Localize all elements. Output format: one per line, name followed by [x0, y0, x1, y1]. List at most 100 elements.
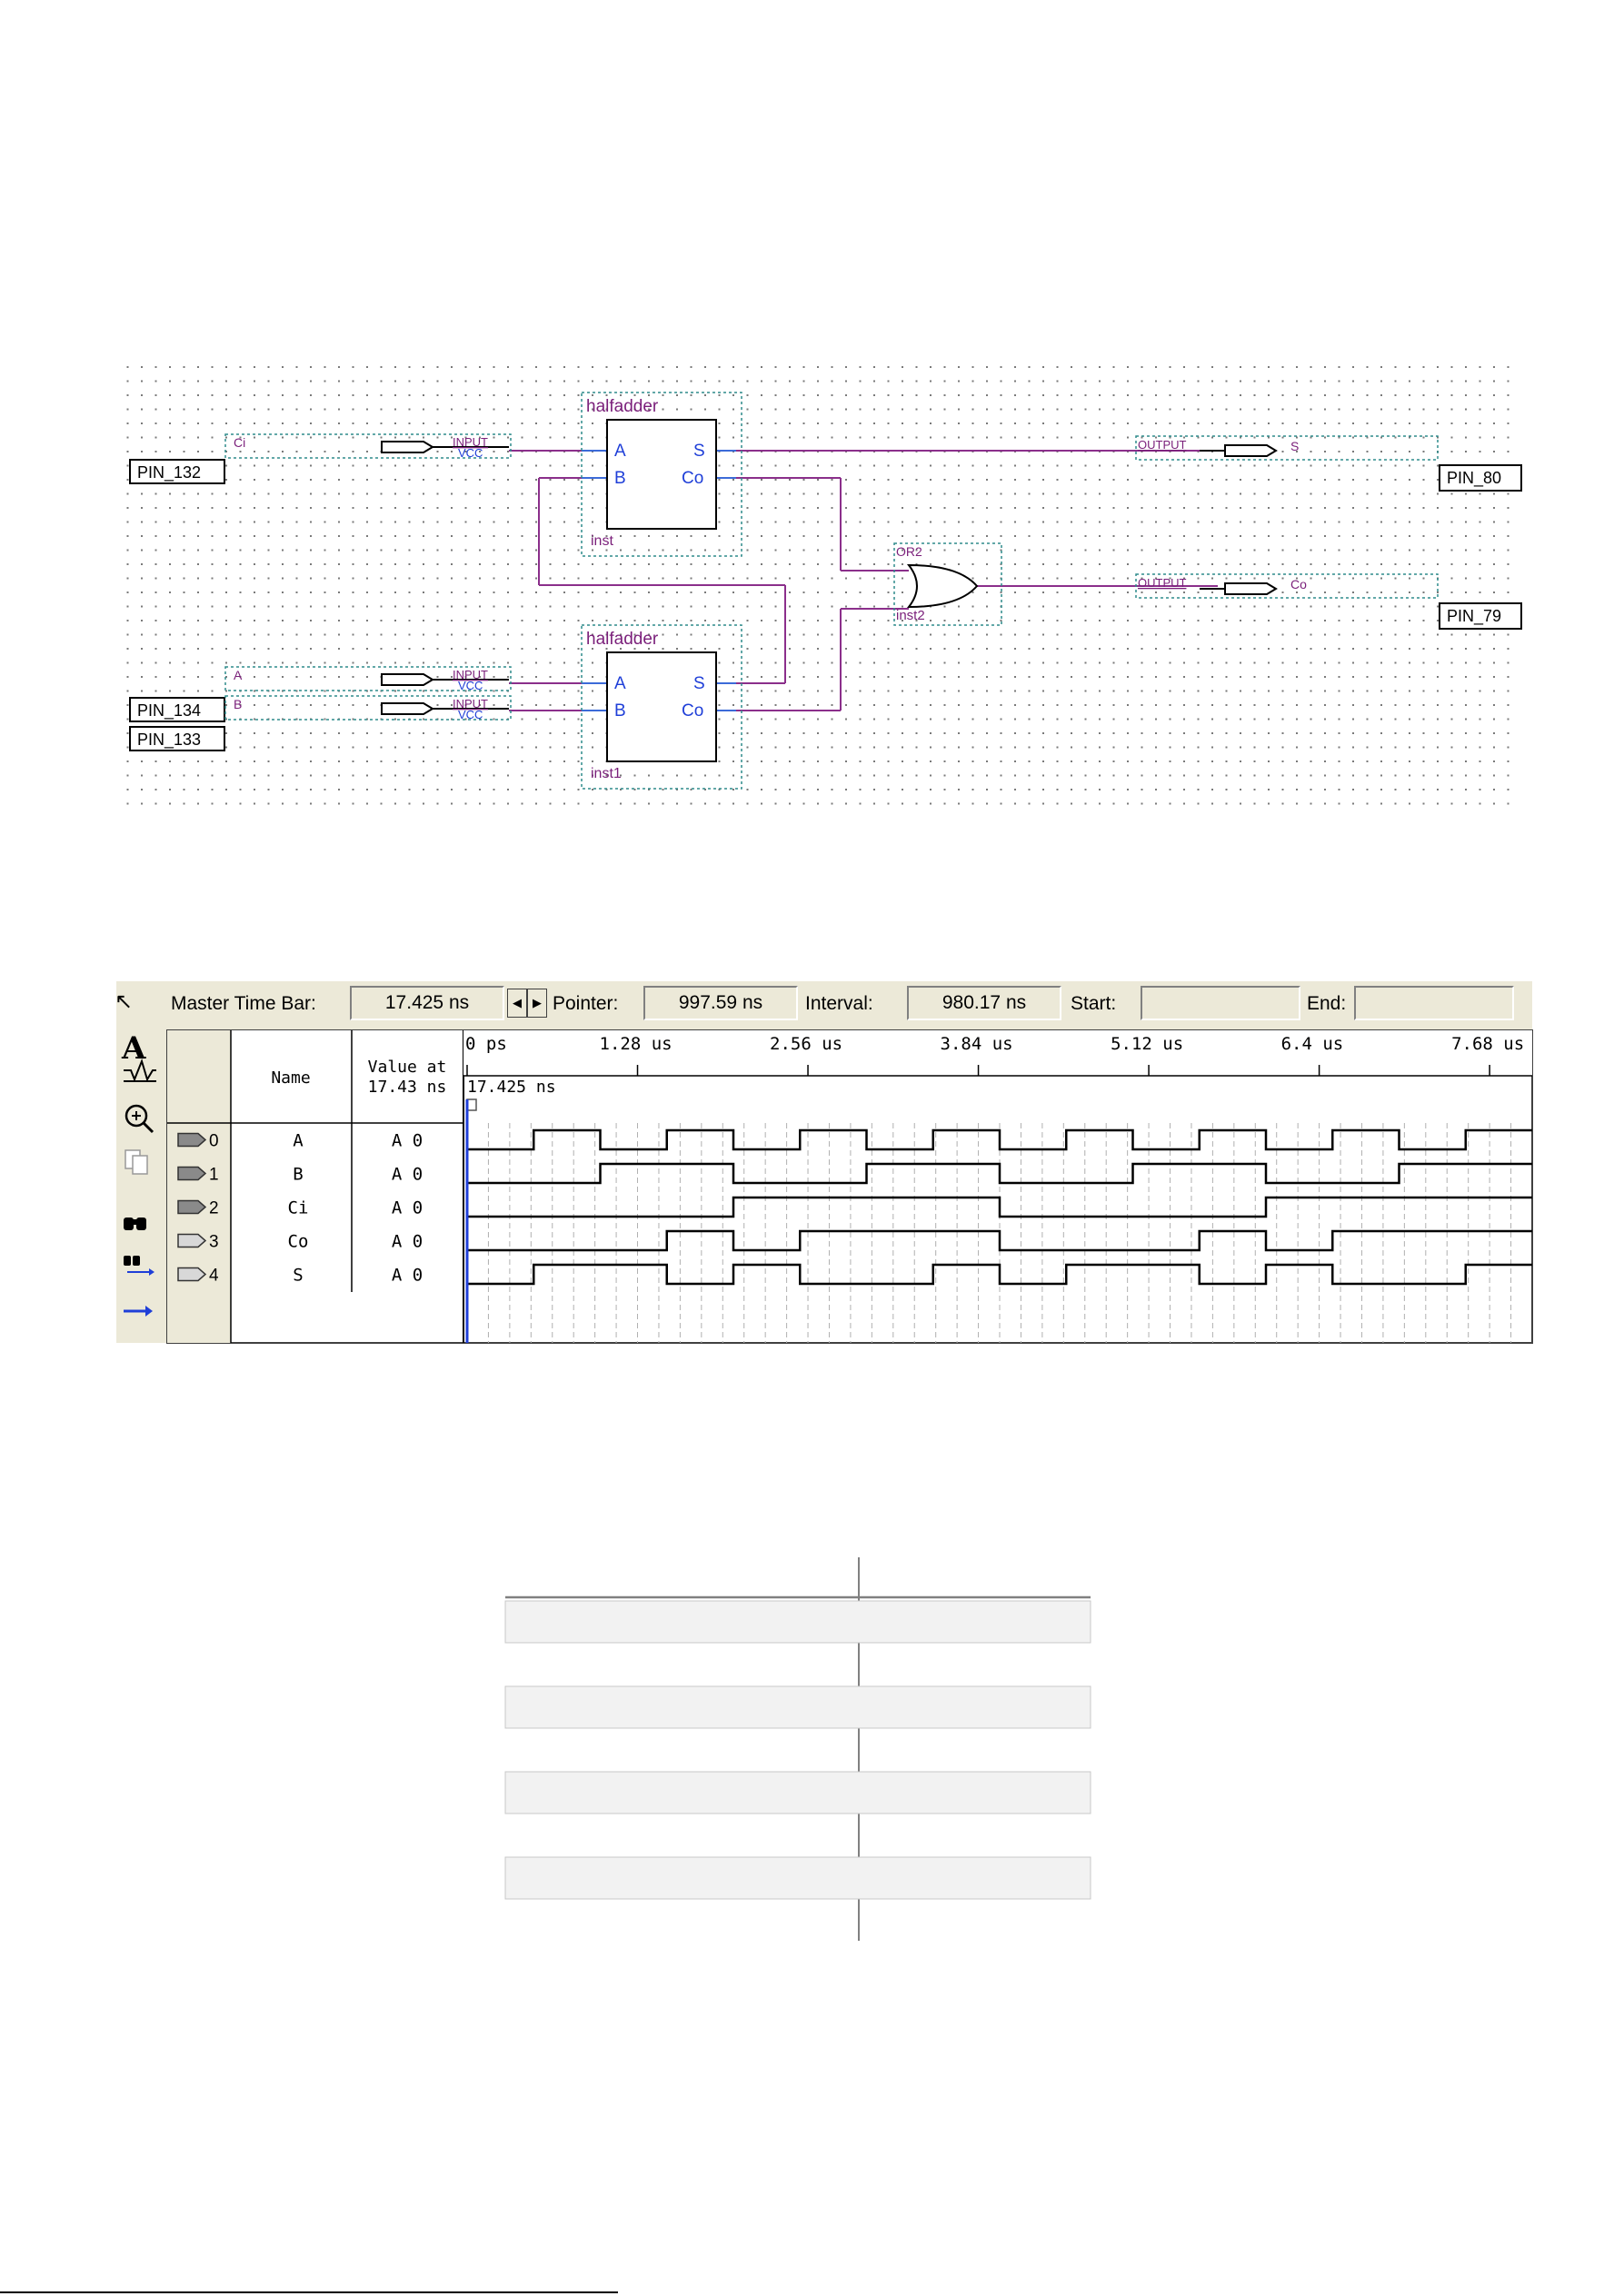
port-s: S — [693, 674, 705, 693]
trace-ci — [467, 1196, 1532, 1218]
table-rows — [504, 1595, 1091, 1900]
pointer-field[interactable]: 997.59 ns — [643, 986, 798, 1020]
signal-name: Co — [288, 1232, 309, 1252]
pin-kind: INPUT — [453, 697, 488, 711]
signal-value: A 0 — [392, 1131, 423, 1151]
pin-kind: INPUT — [453, 668, 488, 681]
find-next-icon[interactable] — [124, 1256, 154, 1276]
trace-b — [467, 1162, 1532, 1185]
signal-index: 3 — [209, 1233, 219, 1252]
signal-index: 0 — [209, 1132, 219, 1151]
signal-value: A 0 — [392, 1266, 423, 1286]
port-co: Co — [682, 701, 703, 721]
interval-field[interactable]: 980.17 ns — [907, 986, 1061, 1020]
pin-assignment: PIN_134 — [137, 701, 201, 721]
input-a[interactable]: A INPUT VCC PIN_134 — [129, 666, 512, 722]
signal-name: A — [293, 1131, 304, 1151]
table-row — [504, 1595, 1091, 1644]
instance-label: inst2 — [896, 608, 925, 623]
halfadder-inst1[interactable]: halfadder A B S Co inst1 — [581, 624, 742, 790]
signal-name: S — [1290, 439, 1299, 453]
instance-label: inst1 — [591, 766, 622, 781]
output-co[interactable]: OUTPUT Co PIN_79 — [1135, 573, 1522, 630]
output-pin-icon — [177, 1233, 207, 1248]
wires — [509, 450, 1218, 711]
schematic-diagram: halfadder A B S Co inst halfadder A B S … — [116, 365, 1522, 806]
time-tick-label: 7.68 us — [1451, 1034, 1524, 1054]
pin-kind: OUTPUT — [1138, 438, 1187, 452]
trace-a — [467, 1128, 1532, 1151]
find-icon[interactable] — [124, 1218, 146, 1230]
footer-rule — [0, 2291, 618, 2293]
signal-index: 4 — [209, 1267, 219, 1286]
name-column-header: Name — [271, 1068, 310, 1088]
pin-supply: VCC — [458, 679, 483, 692]
pin-supply: VCC — [458, 446, 483, 460]
start-field[interactable] — [1141, 986, 1300, 1020]
move-right-icon[interactable]: ▶ — [527, 989, 547, 1018]
signal-value: A 0 — [392, 1165, 423, 1185]
block-name: halfadder — [586, 397, 659, 416]
pointer-tool-icon[interactable]: ↖ — [115, 989, 134, 1014]
input-pin-icon — [381, 702, 434, 715]
waveform-toolbar: ↖ Master Time Bar: 17.425 ns ◀ ▶ Pointer… — [115, 981, 1532, 1030]
signal-row-s[interactable]: 4 S A 0 — [177, 1266, 423, 1286]
master-time-bar-field[interactable]: 17.425 ns — [350, 986, 504, 1020]
or2-gate-inst2[interactable]: OR2 inst2 — [893, 542, 1002, 626]
input-pin-icon — [177, 1166, 207, 1181]
signal-name: Ci — [288, 1198, 309, 1218]
port-s: S — [693, 442, 705, 461]
input-ci[interactable]: Ci INPUT VCC PIN_132 — [129, 433, 512, 484]
zoom-tool-icon[interactable] — [125, 1104, 154, 1134]
pin-assignment: PIN_79 — [1447, 607, 1501, 626]
time-tick-label: 1.28 us — [600, 1034, 673, 1054]
time-tick-label: 5.12 us — [1111, 1034, 1183, 1054]
table-row — [504, 1771, 1091, 1814]
signal-name: Ci — [234, 435, 245, 450]
time-tick-label: 3.84 us — [941, 1034, 1013, 1054]
signal-name: A — [234, 668, 243, 682]
input-pin-icon — [177, 1132, 207, 1148]
arrow-icon[interactable] — [124, 1306, 153, 1317]
signal-value: A 0 — [392, 1198, 423, 1218]
signal-name: S — [293, 1266, 303, 1286]
table-row — [504, 1685, 1091, 1729]
pin-kind: OUTPUT — [1138, 576, 1187, 590]
interval-label: Interval: — [805, 993, 873, 1014]
pointer-label: Pointer: — [553, 993, 619, 1014]
port-b: B — [614, 701, 626, 721]
waveform-editor: A — [116, 1029, 1533, 1344]
cursor-time-label: 17.425 ns — [467, 1078, 556, 1097]
empty-table — [504, 1557, 1091, 1941]
output-pin-icon — [1224, 582, 1278, 595]
master-time-bar-label: Master Time Bar: — [171, 993, 316, 1014]
time-tick-label: 2.56 us — [770, 1034, 842, 1054]
signal-row-a[interactable]: 0 A A 0 — [177, 1131, 423, 1151]
value-column-time: 17.43 ns — [368, 1078, 447, 1097]
end-label: End: — [1307, 993, 1347, 1014]
output-pin-icon — [1224, 444, 1278, 457]
end-field[interactable] — [1354, 986, 1514, 1020]
pin-kind: INPUT — [453, 435, 488, 449]
pin-assignment: PIN_132 — [137, 463, 201, 482]
input-b[interactable]: B INPUT VCC PIN_133 — [129, 695, 512, 751]
port-a: A — [614, 442, 626, 461]
input-pin-icon — [177, 1199, 207, 1215]
waveform-edit-icon[interactable] — [124, 1058, 156, 1082]
signal-name: B — [234, 697, 242, 711]
pin-supply: VCC — [458, 708, 483, 721]
copy-icon[interactable] — [125, 1149, 148, 1175]
output-s[interactable]: OUTPUT S PIN_80 — [1135, 435, 1522, 492]
value-column-header: Value at — [368, 1058, 447, 1077]
signal-row-co[interactable]: 3 Co A 0 — [177, 1232, 423, 1252]
trace-s — [467, 1263, 1532, 1286]
signal-value: A 0 — [392, 1232, 423, 1252]
halfadder-inst[interactable]: halfadder A B S Co inst — [581, 392, 742, 557]
move-left-icon[interactable]: ◀ — [507, 989, 527, 1018]
port-b: B — [614, 469, 626, 488]
block-name: halfadder — [586, 630, 659, 649]
time-tick-label: 0 ps — [465, 1034, 507, 1054]
